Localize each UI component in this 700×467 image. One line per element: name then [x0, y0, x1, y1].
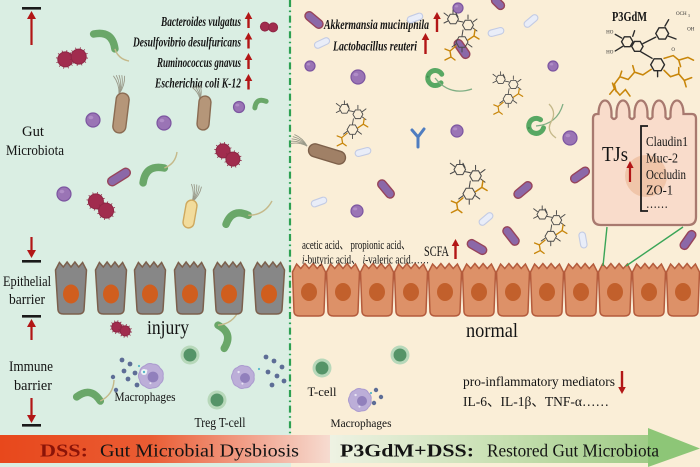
svg-text:barrier: barrier — [14, 378, 52, 394]
svg-text:acetic acid、 propionic acid、: acetic acid、 propionic acid、 — [302, 237, 410, 252]
svg-text:Bacteroides vulgatus: Bacteroides vulgatus — [160, 14, 241, 29]
svg-text:OCH: OCH — [676, 11, 687, 17]
svg-text:T-cell: T-cell — [308, 385, 338, 399]
svg-text:Immune: Immune — [9, 359, 53, 375]
svg-text:3: 3 — [688, 14, 690, 18]
svg-text:Restored Gut Microbiota: Restored Gut Microbiota — [487, 441, 659, 461]
svg-text:TJs: TJs — [602, 142, 628, 166]
svg-text:P3GdM: P3GdM — [612, 10, 647, 25]
svg-text:P3GdM+DSS:: P3GdM+DSS: — [340, 441, 474, 461]
svg-text:O: O — [671, 47, 675, 53]
svg-text:normal: normal — [466, 320, 518, 342]
svg-text:Macrophages: Macrophages — [331, 418, 393, 430]
svg-text:ZO-1: ZO-1 — [646, 183, 673, 198]
svg-text:Ruminococcus gnavus: Ruminococcus gnavus — [156, 55, 241, 70]
svg-text:……: …… — [646, 196, 668, 211]
svg-text:Occludin: Occludin — [646, 167, 686, 182]
svg-text:DSS:: DSS: — [40, 441, 88, 461]
svg-text:HO: HO — [606, 50, 614, 56]
svg-text:Gut Microbial Dysbiosis: Gut Microbial Dysbiosis — [100, 441, 299, 461]
svg-text:pro-inflammatory mediators: pro-inflammatory mediators — [463, 375, 615, 390]
svg-text:HO: HO — [606, 29, 614, 35]
svg-text:SCFA: SCFA — [424, 244, 449, 260]
svg-text:Muc-2: Muc-2 — [646, 151, 678, 166]
svg-text:Gut: Gut — [22, 124, 44, 140]
svg-text:Desulfovibrio desulfuricans: Desulfovibrio desulfuricans — [132, 35, 241, 50]
svg-text:barrier: barrier — [9, 292, 45, 308]
svg-text:Microbiota: Microbiota — [6, 143, 64, 159]
svg-text:Escherichia coli K-12: Escherichia coli K-12 — [154, 76, 241, 91]
svg-text:Epithelial: Epithelial — [3, 274, 51, 290]
svg-text:injury: injury — [147, 317, 189, 339]
svg-text:i-butyric acid、 i-valeric acid: i-butyric acid、 i-valeric acid…… — [302, 252, 429, 267]
svg-text:Lactobacillus reuteri: Lactobacillus reuteri — [332, 39, 417, 54]
svg-text:Claudin1: Claudin1 — [646, 134, 688, 149]
svg-text:Treg T-cell: Treg T-cell — [195, 415, 246, 430]
svg-text:Macrophages: Macrophages — [115, 389, 176, 404]
svg-text:Akkermansia muciniphila: Akkermansia muciniphila — [323, 17, 429, 32]
svg-text:OH: OH — [687, 27, 695, 33]
svg-text:IL-6、IL-1β、TNF-α……: IL-6、IL-1β、TNF-α…… — [463, 395, 609, 410]
